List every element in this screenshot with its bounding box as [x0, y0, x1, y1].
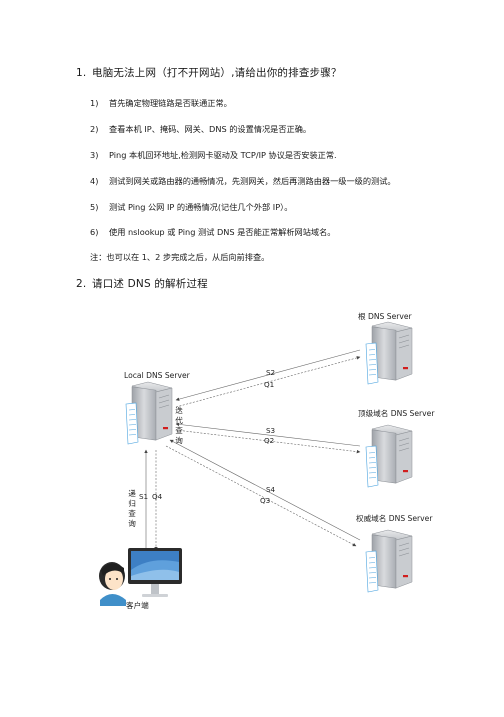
- iterative-query-label: 迭代查询: [175, 406, 183, 445]
- tld-dns-server-label: 顶级域名 DNS Server: [358, 409, 435, 418]
- question-2-title: 2. 请口述 DNS 的解析过程: [76, 276, 208, 291]
- diagram-canvas: [99, 321, 413, 606]
- step-3: 3) Ping 本机回环地址,检测网卡驱动及 TCP/IP 协议是否安装正常.: [90, 149, 337, 161]
- client-monitor-icon: [128, 548, 182, 597]
- step-2: 2) 查看本机 IP、掩码、网关、DNS 的设置情况是否正确。: [90, 123, 311, 135]
- step-number: 5): [90, 202, 99, 212]
- step-1: 1) 首先确定物理链路是否联通正常。: [90, 97, 232, 109]
- step-text: 测试到网关或路由器的通畅情况，先测网关，然后再测路由器一级一级的测试。: [109, 176, 396, 186]
- authoritative-dns-server-icon: [365, 529, 413, 593]
- arrow-label-s4: S4: [266, 485, 276, 494]
- step-number: 4): [90, 176, 99, 186]
- local-dns-server-icon: [125, 381, 173, 445]
- arrow-s4: [169, 439, 361, 541]
- question-1-number: 1.: [76, 67, 87, 79]
- recursive-query-label: 递归查询: [128, 489, 136, 528]
- authoritative-dns-server-label: 权威域名 DNS Server: [356, 514, 433, 523]
- step-text: 查看本机 IP、掩码、网关、DNS 的设置情况是否正确。: [109, 124, 312, 134]
- root-dns-server-label: 根 DNS Server: [358, 312, 412, 321]
- arrow-q1: [175, 356, 361, 408]
- step-text: 测试 Ping 公网 IP 的通畅情况(记住几个外部 IP）。: [109, 202, 293, 212]
- step-number: 2): [90, 124, 99, 134]
- dns-resolution-diagram: 根 DNS Server Local DNS Server 顶级域名 DNS S…: [0, 300, 504, 713]
- root-dns-server-icon: [365, 321, 413, 385]
- step-number: 6): [90, 227, 99, 237]
- arrow-label-q1: Q1: [264, 380, 275, 389]
- client-user-icon: [99, 562, 126, 606]
- question-1-text: 电脑无法上网（打不开网站）,请给出你的排查步骤？: [92, 67, 342, 79]
- arrow-label-q4: Q4: [152, 492, 163, 501]
- step-5: 5) 测试 Ping 公网 IP 的通畅情况(记住几个外部 IP）。: [90, 201, 292, 213]
- question-2-text: 请口述 DNS 的解析过程: [92, 278, 208, 290]
- note-text: 注：也可以在 1、2 步完成之后，从后向前排查。: [90, 252, 270, 262]
- step-number: 1): [90, 98, 99, 108]
- arrow-s3: [175, 422, 361, 447]
- arrow-label-s3: S3: [266, 426, 276, 435]
- tld-dns-server-icon: [365, 424, 413, 488]
- question-1-title: 1. 电脑无法上网（打不开网站）,请给出你的排查步骤？: [76, 65, 342, 80]
- step-number: 3): [90, 150, 99, 160]
- step-4: 4) 测试到网关或路由器的通畅情况，先测网关，然后再测路由器一级一级的测试。: [90, 175, 396, 187]
- step-text: 首先确定物理链路是否联通正常。: [109, 98, 232, 108]
- step-6: 6) 使用 nslookup 或 Ping 测试 DNS 是否能正常解析网站域名。: [90, 226, 335, 238]
- local-dns-server-label: Local DNS Server: [124, 371, 190, 380]
- arrow-label-s2: S2: [266, 368, 276, 377]
- step-text: Ping 本机回环地址,检测网卡驱动及 TCP/IP 协议是否安装正常.: [109, 150, 337, 160]
- arrow-s2: [175, 349, 361, 401]
- arrow-q2: [175, 429, 361, 454]
- arrow-label-q2: Q2: [264, 436, 275, 445]
- arrow-q3: [165, 445, 357, 547]
- arrow-label-q3: Q3: [260, 496, 271, 505]
- arrow-label-s1: S1: [139, 492, 149, 501]
- client-label: 客户端: [126, 601, 149, 610]
- step-text: 使用 nslookup 或 Ping 测试 DNS 是否能正常解析网站域名。: [109, 227, 336, 237]
- question-2-number: 2.: [76, 278, 87, 290]
